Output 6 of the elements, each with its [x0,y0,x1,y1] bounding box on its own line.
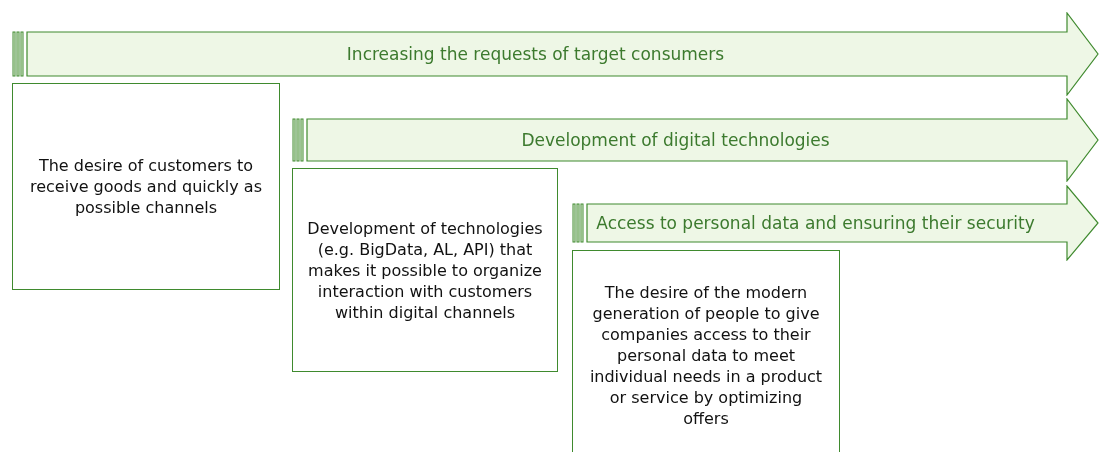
band-label: Access to personal data and ensuring their security [596,213,1035,233]
band-label: Increasing the requests of target consumers [346,44,725,64]
text-box: The desire of customers to receive goods and quickly as possible channels [12,83,280,290]
band-label: Development of digital technologies [521,130,830,150]
text-box: Development of technologies (e.g. BigData, AL, API) that makes it possible to organize interaction with customers within digital channels [292,168,558,372]
text-box: The desire of the modern generation of people to give companies access to their personal data to meet individual needs in a product or service by optimizing offers [572,250,840,452]
